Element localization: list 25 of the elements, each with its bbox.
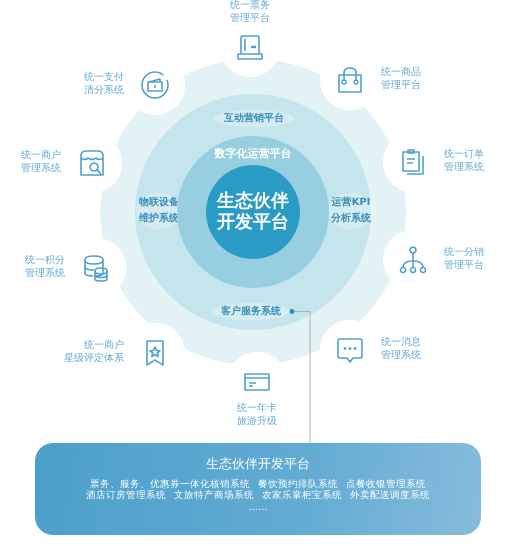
ring-title: 生态伙伴开发平台	[217, 191, 289, 233]
system-item: 点餐收银管理系统	[346, 478, 426, 490]
system-item: ……	[248, 502, 268, 514]
system-item: 农家乐掌柜宝系统	[262, 490, 342, 502]
module-label: 统一订单管理系统	[444, 149, 485, 174]
module-label: 统一支付清分系统	[83, 72, 124, 97]
system-item: 酒店订房管理系统	[86, 490, 166, 502]
ring-title: 数字化运营平台	[214, 147, 292, 161]
ring-label: 互动营销平台	[224, 112, 284, 126]
module-label: 统一商品管理平台	[381, 67, 422, 92]
module-label: 统一商户管理系统	[20, 150, 61, 175]
system-item: 外卖配送调度系统	[350, 490, 430, 502]
module-label: 统一积分管理系统	[24, 255, 65, 280]
module-label: 统一分销管理平台	[444, 247, 485, 272]
system-item: 文旅特产商场系统	[174, 490, 254, 502]
system-item: 餐饮预约排队系统	[258, 478, 338, 490]
system-item: 票务、服务、优惠券一体化核销系统	[90, 478, 250, 490]
ring-label: 运营KPI分析系统	[331, 196, 371, 226]
platform-panel	[35, 443, 481, 535]
module-label: 统一消息管理系统	[381, 337, 422, 362]
ring-label: 客户服务系统	[221, 304, 281, 318]
panel-title: 生态伙伴开发平台	[206, 457, 310, 474]
module-label: 统一年卡旅游升级	[236, 403, 278, 428]
leader-line	[290, 309, 310, 444]
module-label: 统一商户星级评定体系	[63, 340, 124, 365]
